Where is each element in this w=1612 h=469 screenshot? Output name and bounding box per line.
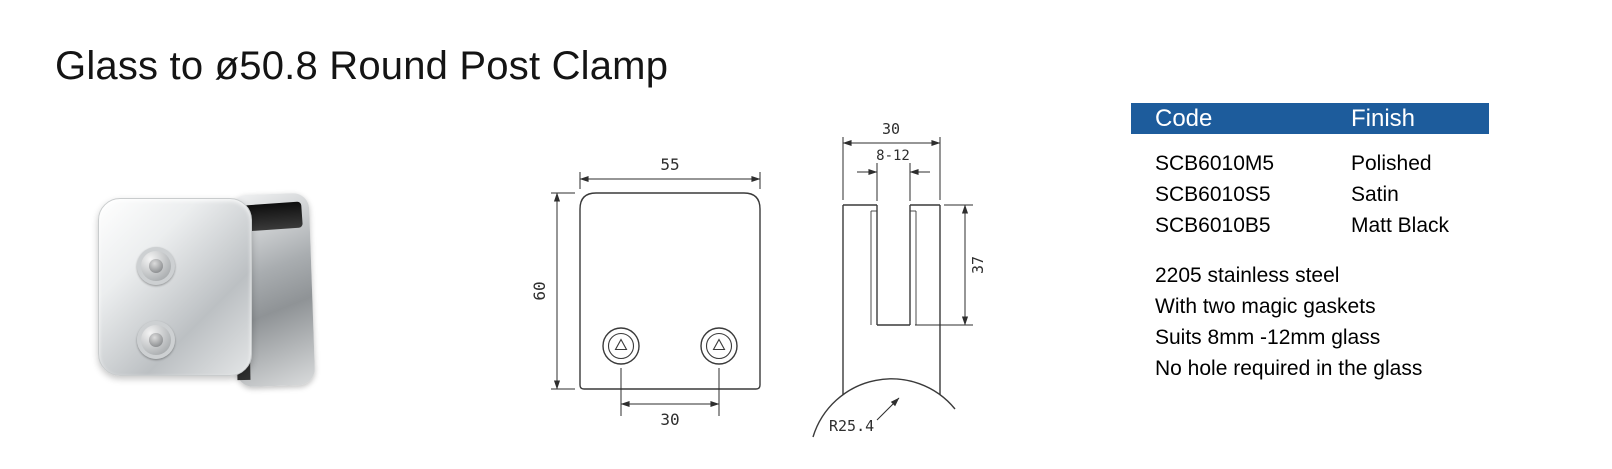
product-photo [82,160,327,405]
product-description: 2205 stainless steel With two magic gask… [1131,260,1489,384]
screw-icon [137,247,175,285]
dimension-side-width-label: 30 [882,120,900,138]
code-cell: SCB6010S5 [1155,183,1271,206]
screw-icon [137,321,175,359]
dimension-height [551,192,575,390]
table-row: SCB6010S5 Satin [1131,179,1489,210]
radius-leader [876,397,900,421]
finish-cell: Satin [1351,183,1399,206]
spec-table: Code Finish SCB6010M5 Polished SCB6010S5… [1131,103,1489,384]
finish-cell: Polished [1351,152,1432,175]
table-header-finish: Finish [1351,105,1416,132]
code-cell: SCB6010M5 [1155,152,1275,175]
dimension-post-radius-label: R25.4 [829,417,874,435]
table-row: SCB6010B5 Matt Black [1131,210,1489,241]
dimension-glass-range [857,163,930,201]
clamp-front-face [98,198,252,376]
front-view-drawing: 55 60 30 [495,148,795,448]
table-header-row: Code Finish [1131,103,1489,134]
side-view-drawing: 30 8-12 37 R25.4 [805,95,1005,445]
description-line: 2205 stainless steel [1155,264,1340,287]
description-line: Suits 8mm -12mm glass [1155,326,1381,349]
dimension-width [579,172,761,189]
dimension-slot-depth [915,204,973,326]
front-view-outline [579,192,761,390]
dimension-slot-depth-label: 37 [969,256,987,274]
dimension-height-label: 60 [530,281,549,300]
description-line: With two magic gaskets [1155,295,1376,318]
table-header-code: Code [1155,105,1213,132]
post-arc [812,378,956,438]
dimension-glass-range-label: 8-12 [876,148,910,164]
page-title: Glass to ø50.8 Round Post Clamp [55,44,669,88]
table-row: SCB6010M5 Polished [1131,148,1489,179]
dimension-hole-spacing [620,368,720,416]
dimension-width-label: 55 [660,155,679,174]
code-cell: SCB6010B5 [1155,214,1271,237]
side-view-outline [812,204,956,438]
dimension-side-width [842,137,941,200]
dimension-hole-spacing-label: 30 [660,410,679,429]
finish-cell: Matt Black [1351,214,1450,237]
description-line: No hole required in the glass [1155,357,1423,380]
table-body: SCB6010M5 Polished SCB6010S5 Satin SCB60… [1131,148,1489,241]
